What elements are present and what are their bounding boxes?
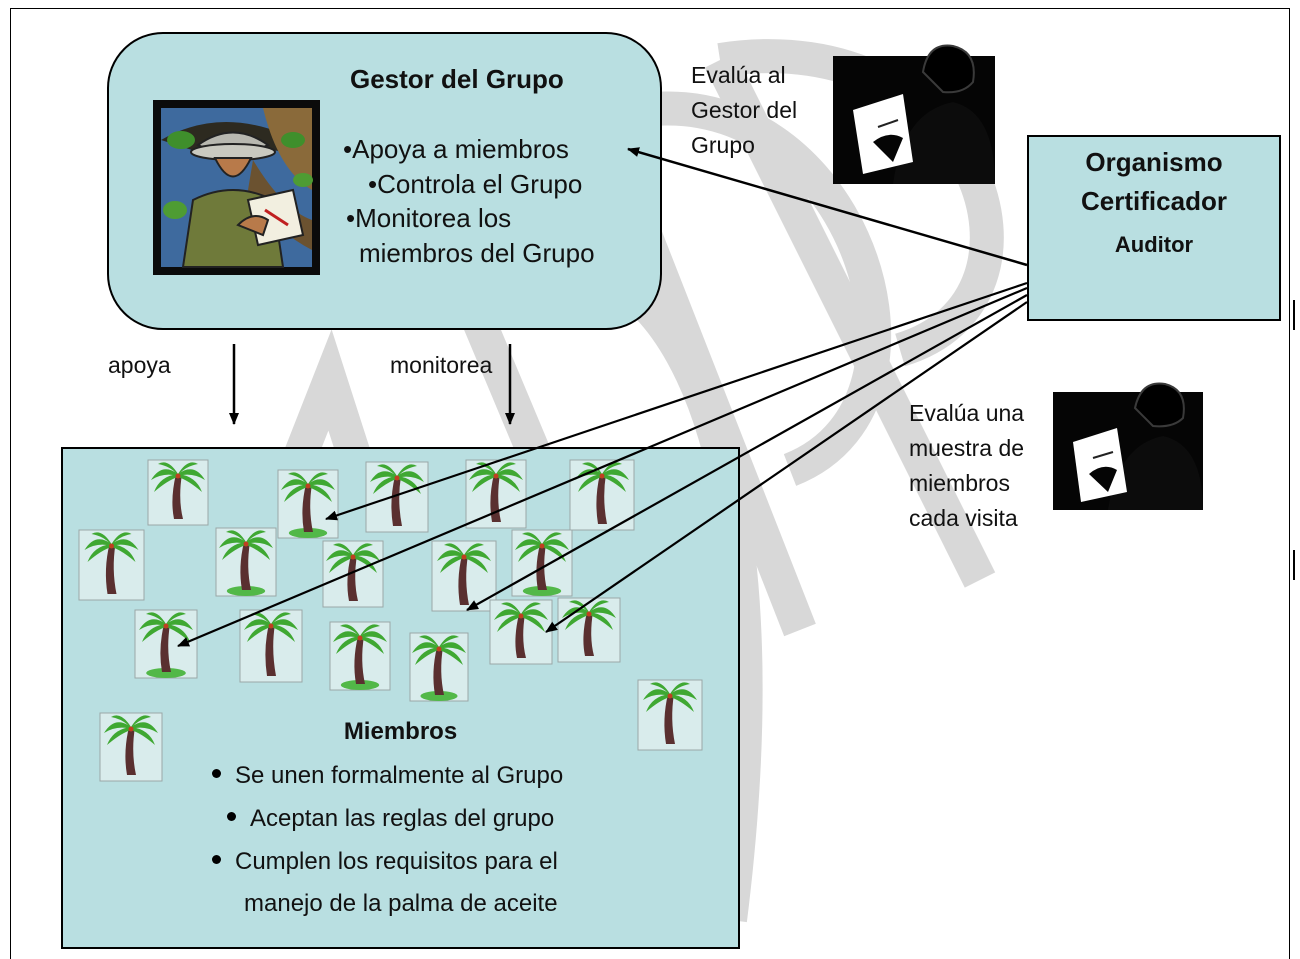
gestor-line: •Apoya a miembros [343, 134, 569, 164]
page-edge-mark [1293, 550, 1295, 580]
page-edge-mark [1293, 300, 1295, 330]
palm-tree-icon [465, 459, 527, 529]
palm-tree-icon [215, 527, 277, 597]
bullet-dot [212, 855, 221, 865]
members-box [61, 447, 740, 949]
monitors-label: monitorea [390, 352, 493, 378]
members-bullet-text: Aceptan las reglas del grupo [250, 805, 555, 832]
palm-tree-icon [365, 461, 429, 533]
members-title: Miembros [343, 718, 458, 745]
gestor-line: •Monitorea los [346, 203, 512, 233]
members-bullet: Se unen formalmente al Grupo [212, 759, 563, 793]
gestor-line: •Controla el Grupo [368, 169, 583, 199]
gestor-title: Gestor del Grupo [350, 64, 564, 94]
members-bullet-continuation: manejo de la palma de aceite [244, 890, 558, 917]
evaluates-sample-label: miembros [909, 470, 1010, 496]
farmer-clipart-icon [153, 100, 320, 275]
page-frame [10, 8, 1290, 959]
auditor-silhouette-icon [1053, 382, 1203, 510]
palm-tree-icon [147, 459, 209, 526]
palm-tree-icon [99, 712, 163, 782]
auditor-silhouette-icon [833, 44, 995, 184]
organismo-title: Certificador [1081, 186, 1227, 216]
organismo-subtitle: Auditor [1114, 232, 1194, 257]
palm-tree-icon [329, 621, 391, 691]
members-bullet: Cumplen los requisitos para el [212, 845, 558, 879]
members-bullet-text: Se unen formalmente al Grupo [235, 762, 564, 789]
evaluates-manager-label: Evalúa al [691, 62, 786, 88]
members-bullet: Aceptan las reglas del grupo [227, 802, 554, 836]
evaluates-manager-label: Grupo [691, 132, 755, 158]
evaluates-sample-label: cada visita [909, 505, 1018, 531]
evaluation-arrow-to-gestor [627, 147, 1028, 267]
gestor-line: miembros del Grupo [359, 238, 595, 268]
sample-arrow [545, 301, 1028, 633]
bullet-dot [212, 769, 221, 779]
bullet-dot [227, 812, 236, 822]
palm-tree-icon [569, 459, 635, 531]
organismo-box [1027, 135, 1281, 321]
sample-arrow [177, 286, 1028, 648]
sample-arrow [466, 294, 1028, 611]
palm-tree-icon [637, 679, 703, 751]
palm-tree-icon [557, 597, 621, 663]
supports-label: apoya [108, 352, 171, 378]
members-bullet-text: Cumplen los requisitos para el [235, 848, 558, 875]
palm-tree-icon [239, 609, 303, 683]
palm-tree-icon [489, 599, 553, 665]
palm-tree-icon [409, 632, 469, 702]
evaluates-manager-label: Gestor del [691, 97, 798, 123]
organismo-title: Organismo [1085, 147, 1223, 177]
evaluates-sample-label: muestra de [909, 435, 1025, 461]
palm-tree-icon [78, 529, 145, 601]
palm-tree-icon [511, 529, 573, 597]
palm-tree-icon [322, 540, 384, 608]
sample-arrow [325, 281, 1028, 521]
evaluates-sample-label: Evalúa una [909, 400, 1025, 426]
palm-tree-icon [277, 469, 339, 539]
